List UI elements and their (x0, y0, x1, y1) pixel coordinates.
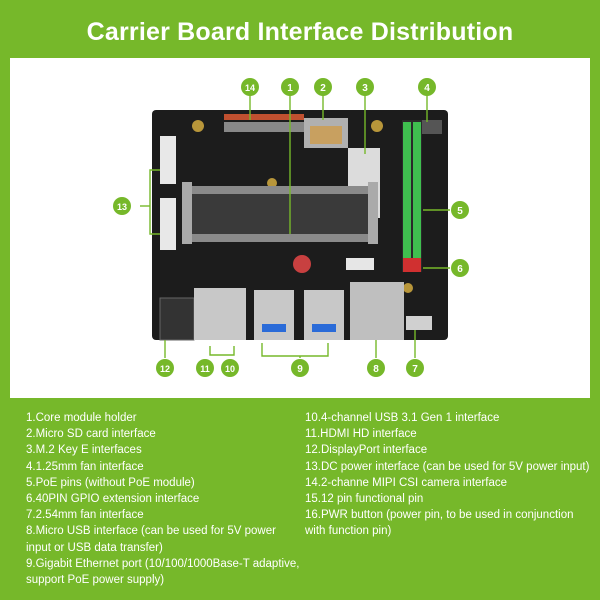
svg-text:9: 9 (297, 364, 303, 375)
core-module-holder-slot (190, 194, 370, 234)
csi-header-pins (224, 114, 304, 132)
legend-item: 10.4-channel USB 3.1 Gen 1 interface (305, 412, 500, 424)
legend-item: 3.M.2 Key E interfaces (26, 444, 142, 457)
mounting-hole (267, 178, 277, 188)
fan-connector-2-54mm (346, 258, 374, 270)
board-diagram: 1 2 3 4 5 6 7 8 9 10 11 12 13 14 (113, 78, 469, 377)
svg-text:14: 14 (245, 83, 255, 93)
callout-6: 6 (451, 259, 469, 277)
fan-connector-1-25mm (422, 120, 442, 134)
holder-latch (368, 182, 378, 244)
csi-connector (160, 198, 176, 250)
svg-text:11: 11 (200, 364, 210, 374)
svg-text:3: 3 (362, 83, 368, 94)
callout-2: 2 (314, 78, 332, 96)
mounting-hole (403, 283, 413, 293)
callout-12: 12 (156, 359, 174, 377)
legend-item: 8.Micro USB interface (can be used for 5… (26, 525, 276, 554)
svg-text:8: 8 (373, 364, 379, 375)
page-title: Carrier Board Interface Distribution (86, 18, 514, 46)
callout-1: 1 (281, 78, 299, 96)
svg-text:6: 6 (457, 264, 463, 275)
ethernet-port (350, 282, 404, 340)
svg-text:13: 13 (117, 202, 127, 212)
svg-text:12: 12 (160, 364, 170, 374)
gpio-pin-column (403, 122, 411, 264)
mounting-hole (371, 120, 383, 132)
legend-item: 16.PWR button (power pin, to be used in … (305, 509, 574, 538)
svg-text:10: 10 (225, 364, 235, 374)
svg-text:2: 2 (320, 83, 326, 94)
micro-sd-card (310, 126, 342, 144)
svg-text:4: 4 (424, 83, 430, 94)
svg-text:7: 7 (412, 364, 418, 375)
legend-left-column: 1.Core module holder 2.Micro SD card int… (26, 410, 302, 588)
svg-text:5: 5 (457, 206, 463, 217)
mounting-hole (192, 120, 204, 132)
legend-item: 9.Gigabit Ethernet port (10/100/1000Base… (26, 557, 300, 587)
callout-7: 7 (406, 359, 424, 377)
legend-item: 14.2-channe MIPI CSI camera interface (305, 476, 507, 489)
legend-item: 6.40PIN GPIO extension interface (26, 493, 200, 506)
usb3-port-inner (312, 324, 336, 332)
legend-item: 15.12 pin functional pin (305, 493, 424, 506)
gpio-pin-column (413, 122, 421, 264)
callout-14: 14 (241, 78, 259, 96)
legend-item: 11.HDMI HD interface (305, 428, 417, 441)
callout-13: 13 (113, 197, 131, 215)
csi-connector (160, 136, 176, 184)
usb3-port-stack (304, 290, 344, 340)
holder-latch (182, 182, 192, 244)
hdmi-displayport-stack (194, 288, 246, 340)
callout-5: 5 (451, 201, 469, 219)
legend-item: 5.PoE pins (without PoE module) (26, 476, 195, 489)
leader-lines (140, 95, 450, 358)
dc-jack (159, 297, 195, 341)
callout-9: 9 (291, 359, 309, 377)
legend-item: 2.Micro SD card interface (26, 428, 156, 441)
callout-10: 10 (221, 359, 239, 377)
legend-item: 13.DC power interface (can be used for 5… (305, 460, 590, 473)
callout-8: 8 (367, 359, 385, 377)
capacitor (293, 255, 311, 273)
usb3-port-stack (254, 290, 294, 340)
callout-11: 11 (196, 359, 214, 377)
callout-3: 3 (356, 78, 374, 96)
callout-4: 4 (418, 78, 436, 96)
micro-usb-port (406, 316, 432, 330)
legend-right-column: 10.4-channel USB 3.1 Gen 1 interface 11.… (305, 410, 595, 540)
usb3-port-inner (262, 324, 286, 332)
board-diagram-panel: 1 2 3 4 5 6 7 8 9 10 11 12 13 14 (10, 58, 590, 398)
legend-item: 7.2.54mm fan interface (26, 509, 144, 522)
svg-text:1: 1 (287, 83, 293, 94)
legend-item: 12.DisplayPort interface (305, 444, 428, 457)
legend-item: 4.1.25mm fan interface (26, 460, 144, 473)
gpio-power-pins (403, 258, 421, 272)
legend-item: 1.Core module holder (26, 412, 137, 424)
